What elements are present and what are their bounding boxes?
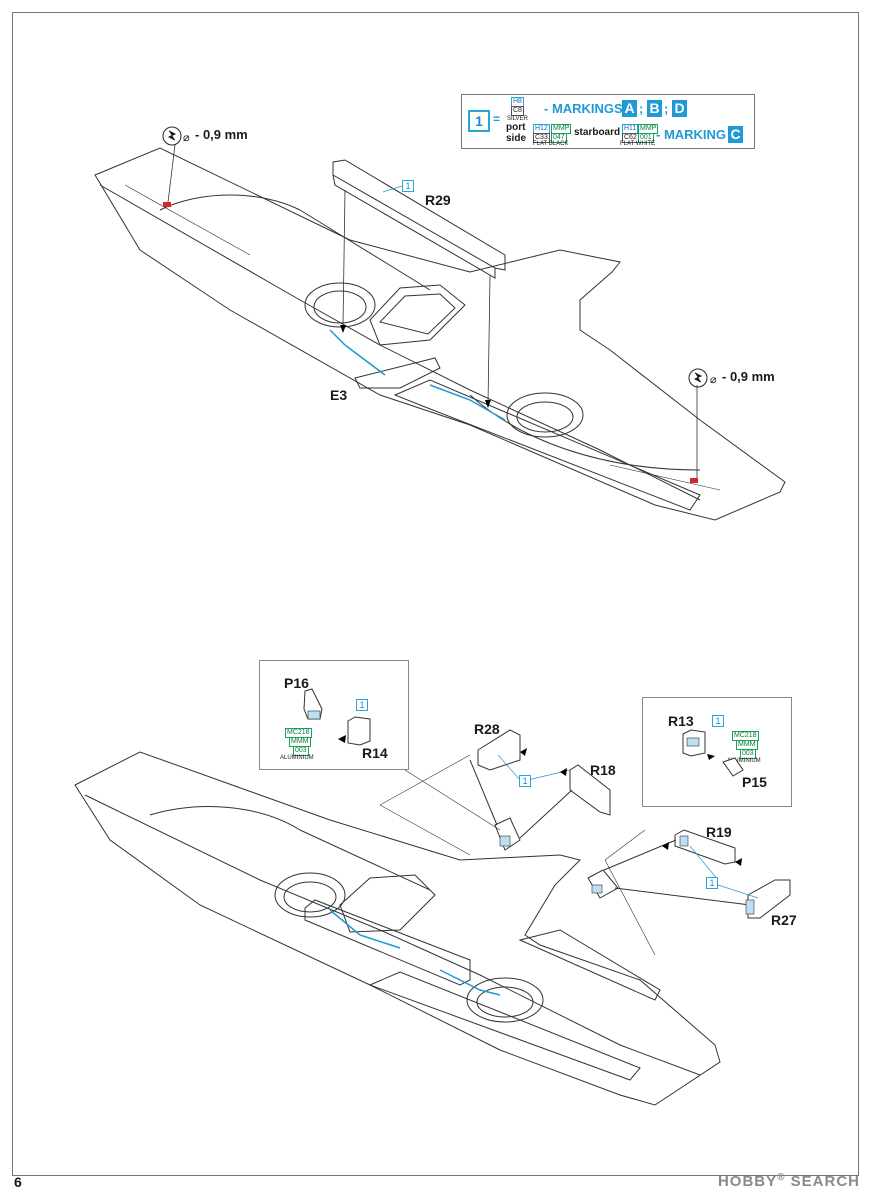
drill-icon-left: [162, 126, 182, 146]
markings-prefix: - MARKINGS: [544, 101, 623, 116]
part-label-r19: R19: [706, 824, 732, 840]
separator-2: ;: [664, 101, 669, 116]
chip-001: 001: [638, 133, 654, 143]
top-wheel-well-left: [304, 282, 376, 328]
chip-c8: C8: [511, 106, 524, 116]
part-r28-shape: [477, 729, 521, 771]
drill-size-left: - 0,9 mm: [195, 127, 248, 142]
fitted-part-right: [587, 869, 619, 899]
part-label-r18: R18: [590, 762, 616, 778]
part-label-r13: R13: [668, 713, 694, 729]
page-frame: [12, 12, 859, 1176]
top-wheel-well-right: [506, 392, 584, 438]
marking-d: D: [672, 100, 687, 117]
top-flap: [393, 379, 701, 511]
watermark-brand: HOBBY: [717, 1173, 778, 1190]
inset-left: P16 1 MC218 MMM 003 ALUMINIUM R14: [259, 660, 409, 770]
aluminium-right: ALUMINIUM: [727, 758, 761, 764]
part-label-r28: R28: [474, 721, 500, 737]
color-ref-r19-r27: 1: [706, 877, 718, 889]
part-r27-shape: [747, 879, 791, 919]
bottom-aileron: [518, 929, 661, 1001]
top-wheel-well-right-inner: [516, 401, 574, 433]
bottom-wheel-well-right-inner: [476, 986, 534, 1018]
part-label-p16: P16: [284, 675, 309, 691]
chip-003-right: 003: [740, 749, 756, 759]
inset-right-ref: 1: [712, 715, 724, 727]
part-label-e3: E3: [330, 387, 348, 403]
aluminium-left: ALUMINIUM: [280, 755, 314, 761]
part-label-r14: R14: [362, 745, 388, 761]
drill-point-left-marker: [163, 202, 171, 207]
page-number: 6: [14, 1174, 22, 1190]
top-wing-panel-curve: [159, 194, 431, 291]
separator-1: ;: [639, 101, 644, 116]
part-label-r27: R27: [771, 912, 797, 928]
drill-point-right-marker: [690, 478, 698, 483]
part-label-r29: R29: [425, 192, 451, 208]
watermark: HOBBY® SEARCH: [718, 1172, 860, 1190]
drill-icon-right: [688, 368, 708, 388]
bottom-highlight-right: [439, 969, 501, 996]
top-highlight-right: [429, 384, 506, 421]
legend-number: 1: [468, 110, 490, 132]
marking-a: A: [622, 100, 637, 117]
port-label: port: [506, 122, 526, 133]
top-wing-inner-edge: [99, 184, 701, 501]
chip-047: 047: [551, 133, 567, 143]
color-legend: 1 = H8 C8 SILVER - MARKINGS A ; B ; D po…: [461, 94, 755, 149]
diameter-symbol-right: ⌀: [710, 374, 717, 386]
bottom-wing-outline: [74, 751, 721, 1106]
marking-b: B: [647, 100, 662, 117]
top-wing-outline: [94, 147, 786, 521]
part-e3-shape: [354, 357, 441, 389]
silver-name: SILVER: [507, 116, 528, 122]
chip-003-left: 003: [293, 746, 309, 756]
top-radiator-inner: [379, 293, 456, 335]
marking-c: C: [728, 126, 743, 143]
drill-size-right: - 0,9 mm: [722, 369, 775, 384]
part-r18-shape: [569, 764, 611, 816]
white-name: FLAT WHITE: [620, 141, 656, 147]
watermark-reg: ®: [777, 1172, 786, 1183]
black-name: FLAT BLACK: [533, 141, 569, 147]
top-highlight-left: [329, 329, 386, 376]
bottom-radiator: [339, 874, 436, 933]
color-ref-r28-r18: 1: [519, 775, 531, 787]
bottom-wheel-well-right: [466, 977, 544, 1023]
top-wheel-well-left-inner: [313, 290, 367, 324]
diameter-symbol-left: ⌀: [183, 132, 190, 144]
part-r29-shape: [332, 159, 506, 271]
bottom-wheel-well-left: [274, 872, 346, 918]
bottom-flap-right: [368, 971, 641, 1081]
inset-left-ref: 1: [356, 699, 368, 711]
bottom-wing-inner-edge: [84, 794, 701, 1076]
marking-prefix: - MARKING: [656, 127, 727, 142]
starboard-label: starboard: [574, 127, 621, 138]
part-label-p15: P15: [742, 774, 767, 790]
top-radiator: [369, 284, 466, 346]
inset-right: R13 1 MC218 MMM 003 ALUMINIUM P15: [642, 697, 792, 807]
color-ref-r29: 1: [402, 180, 414, 192]
legend-equals: =: [493, 112, 501, 126]
bottom-highlight-left: [329, 909, 401, 949]
bottom-wheel-well-left-inner: [283, 881, 337, 913]
chip-c33: C33: [533, 133, 550, 143]
watermark-rest: SEARCH: [790, 1173, 860, 1190]
bottom-flap-left: [304, 899, 471, 986]
bottom-panel-curve: [149, 806, 431, 891]
side-label: side: [506, 133, 527, 144]
